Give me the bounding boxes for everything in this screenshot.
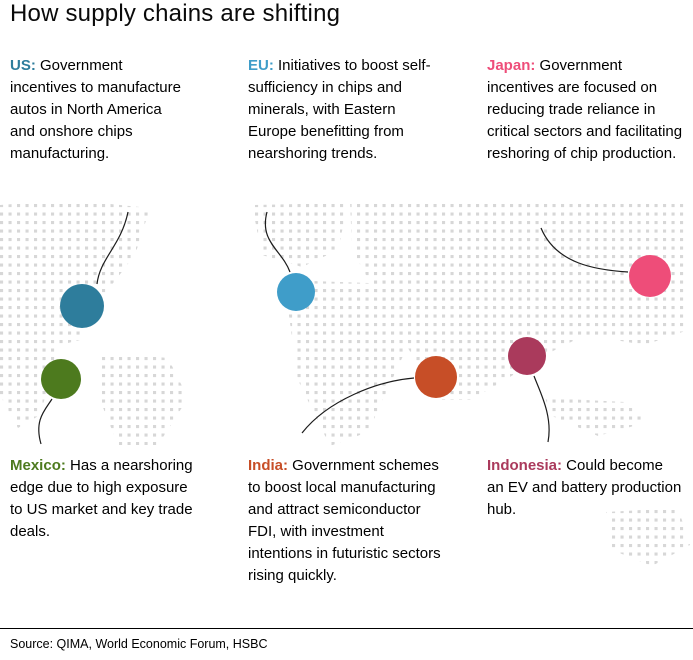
south-america-dots <box>100 352 188 445</box>
india-label: India: <box>248 457 288 474</box>
europe-dots <box>252 203 348 267</box>
africa-dots <box>284 280 408 446</box>
eu-marker <box>277 273 315 311</box>
mexico-marker <box>41 359 81 399</box>
japan-text: Government incentives are focused on red… <box>487 57 683 162</box>
country-markers <box>41 255 671 399</box>
japan-connector-line <box>540 227 629 273</box>
source-divider <box>0 628 693 629</box>
india-note: India: Government schemes to boost local… <box>248 455 444 587</box>
connector-lines <box>38 211 629 445</box>
indonesia-label: Indonesia: <box>487 457 563 474</box>
asia-dots <box>350 200 688 400</box>
india-text: Government schemes to boost local manufa… <box>248 457 441 584</box>
eu-label: EU: <box>248 57 274 74</box>
us-marker <box>60 284 104 328</box>
mexico-text: Has a nearshoring edge due to high expos… <box>10 457 193 540</box>
japan-marker <box>629 255 671 297</box>
australia-dots <box>606 508 690 566</box>
indonesia-connector-line <box>533 375 550 443</box>
indonesia-islands-dots <box>545 398 648 436</box>
india-connector-line <box>301 377 415 434</box>
us-connector-line <box>96 211 129 285</box>
japan-label: Japan: <box>487 57 536 74</box>
eu-text: Initiatives to boost self-sufficiency in… <box>248 57 431 162</box>
indonesia-note: Indonesia: Could become an EV and batter… <box>487 455 683 521</box>
us-label: US: <box>10 57 36 74</box>
mexico-note: Mexico: Has a nearshoring edge due to hi… <box>10 455 202 543</box>
page-title: How supply chains are shifting <box>10 0 341 27</box>
us-note: US: Government incentives to manufacture… <box>10 55 188 165</box>
eu-connector-line <box>264 211 291 273</box>
source-text: Source: QIMA, World Economic Forum, HSBC <box>10 637 268 651</box>
mexico-label: Mexico: <box>10 457 66 474</box>
japan-note: Japan: Government incentives are focused… <box>487 55 689 165</box>
mexico-connector-line <box>38 398 53 445</box>
eu-note: EU: Initiatives to boost self-sufficienc… <box>248 55 448 165</box>
indonesia-marker <box>508 337 546 375</box>
indonesia-text: Could become an EV and battery productio… <box>487 457 682 518</box>
us-text: Government incentives to manufacture aut… <box>10 57 181 162</box>
india-marker <box>415 356 457 398</box>
